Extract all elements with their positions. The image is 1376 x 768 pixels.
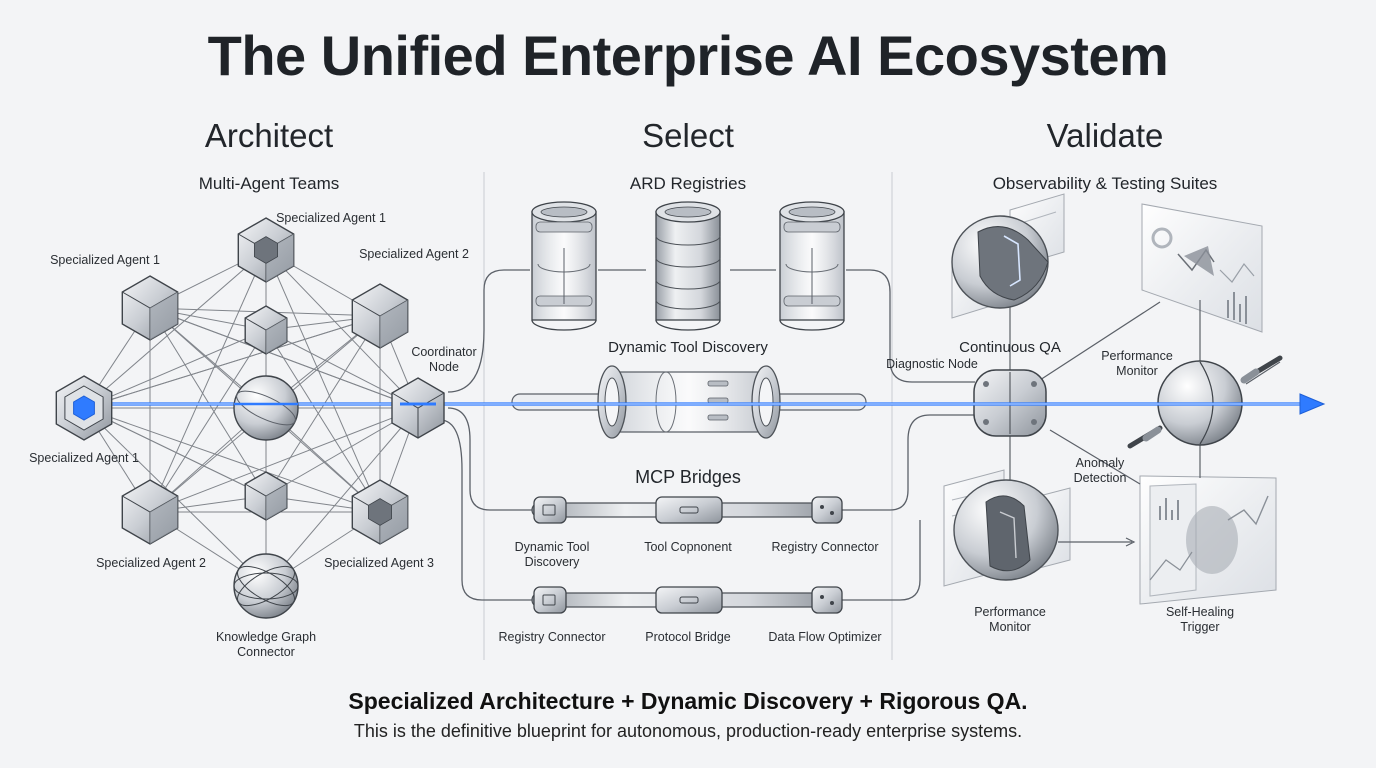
agent-node-inner-bottom xyxy=(244,471,288,521)
label-agent-upper-right: Specialized Agent 2 xyxy=(359,247,469,261)
bridge-1-center-label: Tool Copnonent xyxy=(644,540,732,554)
agent-node-lower-right xyxy=(351,479,409,545)
registry-cylinder-right xyxy=(779,201,845,331)
panel-bottom-right xyxy=(1139,475,1277,605)
agent-node-top xyxy=(237,217,295,283)
agent-nodes xyxy=(121,217,409,619)
label-agent-top: Specialized Agent 1 xyxy=(276,211,386,225)
mcp-bridge-top xyxy=(531,496,843,524)
bridge-2-left-label: Registry Connector xyxy=(498,630,606,644)
central-hub-sphere xyxy=(233,375,299,441)
label-performance-monitor-top: Performance Monitor xyxy=(1101,349,1173,378)
agent-node-lower-left xyxy=(121,479,179,545)
column-title-validate: Validate xyxy=(1046,117,1164,154)
registry-cylinder-center xyxy=(655,201,721,331)
agent-node-inner-top xyxy=(244,305,288,355)
subtitle-multi-agent-teams: Multi-Agent Teams xyxy=(198,174,340,193)
probe-top xyxy=(1240,355,1283,384)
beam-overlay-nodes xyxy=(55,375,445,441)
knowledge-graph-sphere xyxy=(233,553,299,619)
label-anomaly-detection: Anomaly Detection xyxy=(1073,456,1127,485)
registry-cylinder-left xyxy=(531,201,597,331)
label-agent-upper-left: Specialized Agent 1 xyxy=(50,253,160,267)
footer-subline: This is the definitive blueprint for aut… xyxy=(353,721,1023,741)
label-agent-left: Specialized Agent 1 xyxy=(29,451,139,465)
registry-cylinders xyxy=(531,201,845,331)
probe-bottom xyxy=(1127,425,1163,449)
entry-agent-node xyxy=(55,375,113,441)
subtitle-ard-registries: ARD Registries xyxy=(629,174,747,193)
mcp-bridges xyxy=(531,496,843,614)
footer-headline: Specialized Architecture + Dynamic Disco… xyxy=(348,688,1028,714)
label-coordinator-node: Coordinator Node xyxy=(411,345,477,374)
qa-dial-bottom xyxy=(953,479,1059,581)
mcp-bridge-bottom xyxy=(531,586,843,614)
column-title-select: Select xyxy=(642,117,734,154)
qa-dial-top xyxy=(951,215,1049,309)
page-title: The Unified Enterprise AI Ecosystem xyxy=(207,24,1169,87)
agent-node-upper-right xyxy=(351,283,409,349)
bridge-1-right-label: Registry Connector xyxy=(771,540,879,554)
label-diagnostic-node: Diagnostic Node xyxy=(886,357,978,371)
label-performance-monitor-bottom: Performance Monitor xyxy=(974,605,1046,634)
bridge-1-left-label: Dynamic Tool Discovery xyxy=(514,540,590,569)
agent-node-upper-left xyxy=(121,275,179,341)
column-title-architect: Architect xyxy=(204,117,334,154)
subtitle-observability: Observability & Testing Suites xyxy=(992,174,1218,193)
label-self-healing-trigger: Self-Healing Trigger xyxy=(1165,605,1235,634)
bridge-2-center-label: Protocol Bridge xyxy=(645,630,731,644)
bridge-2-right-label: Data Flow Optimizer xyxy=(768,630,882,644)
label-agent-lower-right: Specialized Agent 3 xyxy=(324,556,434,570)
label-knowledge-graph: Knowledge Graph Connector xyxy=(215,630,317,659)
label-agent-lower-left: Specialized Agent 2 xyxy=(96,556,206,570)
label-mcp-bridges: MCP Bridges xyxy=(635,467,741,487)
select-connectors xyxy=(439,269,975,601)
label-dynamic-tool-discovery: Dynamic Tool Discovery xyxy=(608,339,768,356)
panel-top-right xyxy=(1141,203,1263,333)
label-continuous-qa: Continuous QA xyxy=(959,339,1061,356)
coordinator-node xyxy=(391,377,445,439)
